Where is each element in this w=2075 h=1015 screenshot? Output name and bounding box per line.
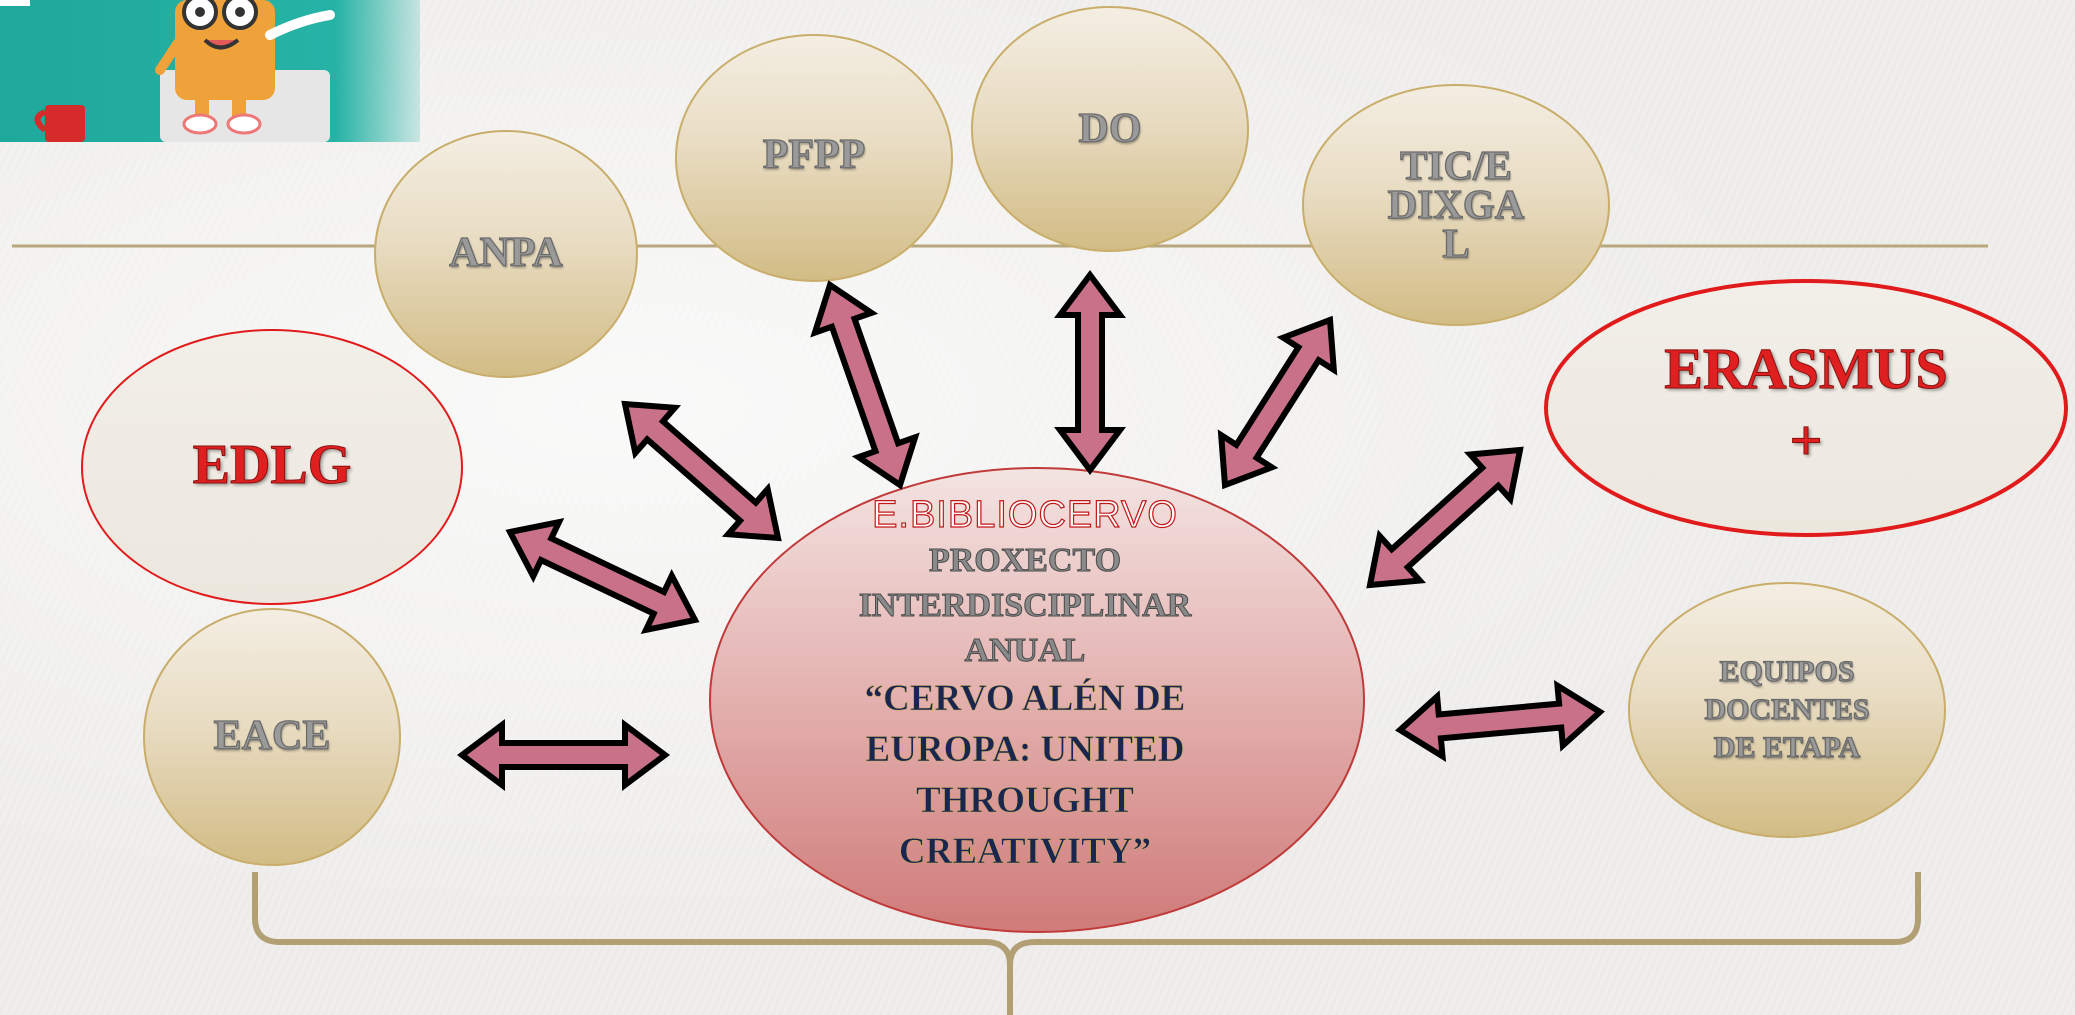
center-sub-line3: ANUAL bbox=[964, 632, 1086, 670]
node-equipos bbox=[1628, 582, 1946, 838]
center-quote-line3: THROUGHT bbox=[916, 780, 1135, 822]
label-edlg: EDLG bbox=[192, 433, 352, 496]
center-quote-line4: CREATIVITY” bbox=[898, 831, 1152, 873]
center-quote-line2: EUROPA: UNITED bbox=[865, 729, 1185, 771]
label-tic-line2: DIXGA bbox=[1387, 181, 1525, 227]
center-node bbox=[709, 467, 1365, 933]
arrow-equipos bbox=[1395, 679, 1605, 763]
node-anpa bbox=[374, 130, 638, 378]
label-anpa: ANPA bbox=[449, 230, 564, 277]
label-tic-line1: TIC/E bbox=[1400, 142, 1513, 188]
arrow-erasmus bbox=[1366, 446, 1524, 589]
arrow-edlg bbox=[505, 517, 700, 635]
center-sub-line2: INTERDISCIPLINAR bbox=[858, 587, 1192, 625]
arrow-do bbox=[1054, 270, 1126, 475]
node-tic bbox=[1302, 84, 1610, 326]
clipart-image bbox=[0, 0, 420, 142]
arrow-eace bbox=[457, 719, 670, 791]
arrow-anpa bbox=[621, 400, 782, 542]
label-erasmus-line2: + bbox=[1789, 408, 1823, 474]
node-eace bbox=[143, 608, 401, 866]
arrow-tic bbox=[1217, 315, 1338, 490]
node-pfpp bbox=[675, 34, 953, 282]
arrow-pfpp bbox=[810, 280, 920, 490]
label-erasmus: ERASMUS + bbox=[1606, 330, 2006, 480]
center-title: E.BIBLIOCERVO bbox=[871, 493, 1178, 536]
center-text: E.BIBLIOCERVO PROXECTO INTERDISCIPLINAR … bbox=[720, 492, 1330, 877]
arrows-group bbox=[457, 270, 1605, 791]
cartoon-book-icon bbox=[0, 0, 335, 142]
label-equipos-line2: DOCENTES bbox=[1704, 692, 1870, 726]
center-quote-line1: “CERVO ALÉN DE bbox=[864, 678, 1186, 720]
label-tic: TIC/E DIXGA L bbox=[1336, 122, 1576, 287]
label-do: DO bbox=[1078, 106, 1142, 153]
label-equipos-line1: EQUIPOS bbox=[1719, 654, 1855, 688]
node-do bbox=[971, 6, 1249, 252]
bottom-bracket bbox=[252, 872, 1921, 1015]
label-equipos: EQUIPOS DOCENTES DE ETAPA bbox=[1647, 650, 1927, 770]
label-tic-line3: L bbox=[1442, 220, 1471, 266]
label-eace: EACE bbox=[213, 713, 331, 760]
label-erasmus-line1: ERASMUS bbox=[1664, 336, 1949, 402]
node-erasmus bbox=[1544, 279, 2068, 537]
center-sub-line1: PROXECTO bbox=[928, 542, 1122, 580]
label-pfpp: PFPP bbox=[762, 132, 866, 179]
node-edlg bbox=[81, 329, 463, 605]
label-equipos-line3: DE ETAPA bbox=[1713, 730, 1861, 764]
